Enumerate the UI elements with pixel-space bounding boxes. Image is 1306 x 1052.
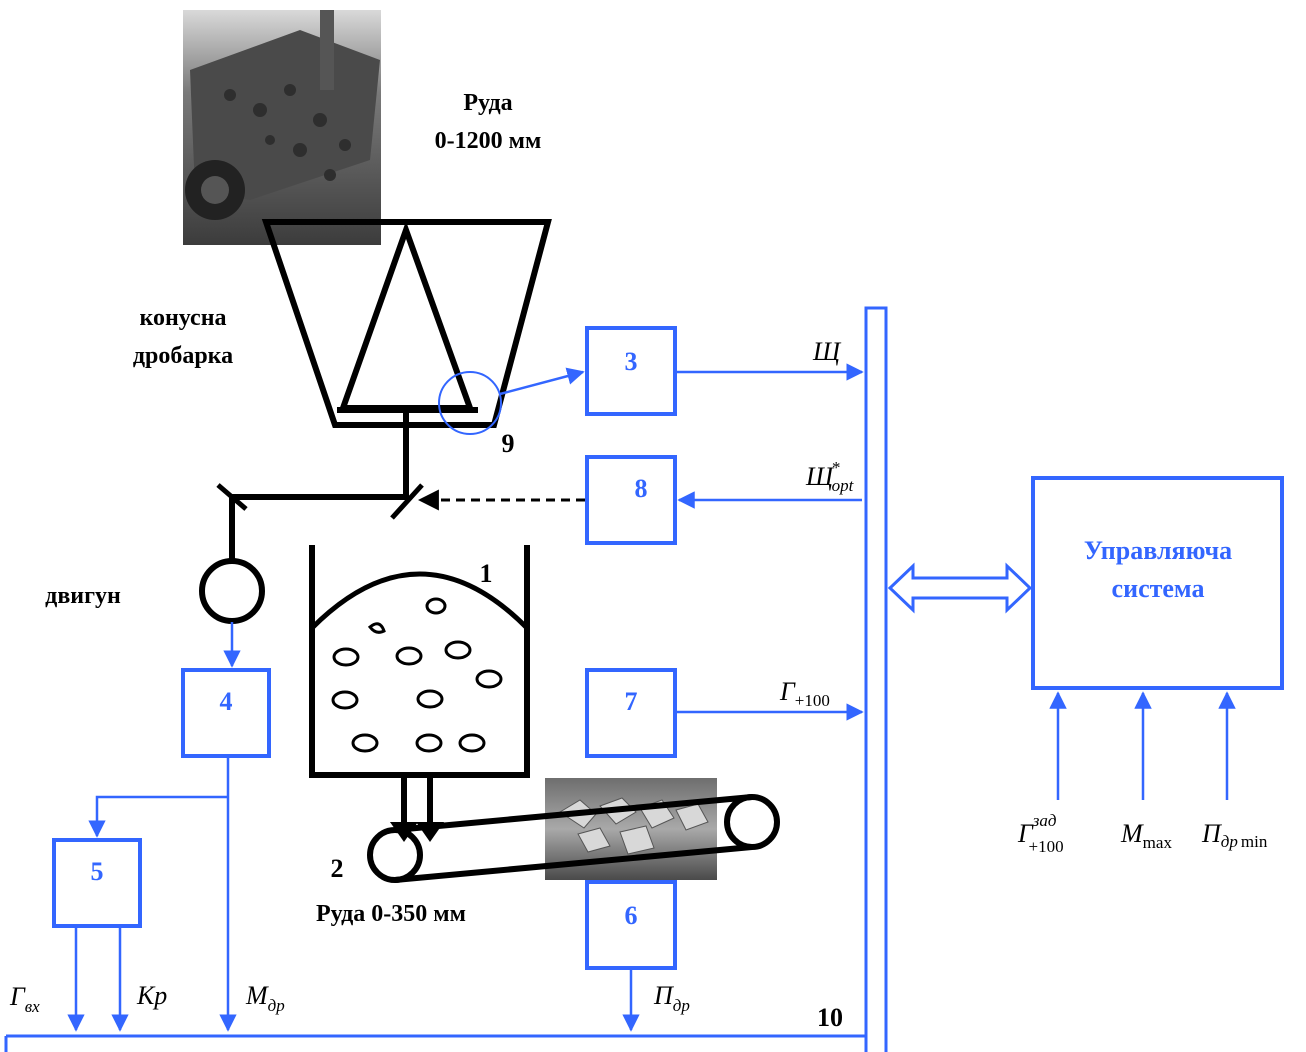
block-7-label: 7 <box>625 687 638 716</box>
motor-symbol <box>202 561 262 621</box>
signal-gap-opt: Щ*opt <box>805 458 855 495</box>
block-4-label: 4 <box>220 687 233 716</box>
signal-connections <box>76 372 862 1030</box>
dump-truck-photo <box>183 10 381 245</box>
crusher-label-1: конусна <box>139 305 226 331</box>
marker-1: 1 <box>480 559 493 588</box>
signal-g-in: Гвх <box>9 982 40 1016</box>
signal-p-dr: Пдр <box>653 981 690 1015</box>
crusher-label-2: дробарка <box>133 343 233 369</box>
signal-g100-setpoint: Гзад+100 <box>1017 811 1064 856</box>
data-bus <box>6 308 886 1052</box>
marker-2: 2 <box>331 854 344 883</box>
block-4: 4 <box>183 670 269 756</box>
marker-10: 10 <box>817 1003 843 1032</box>
bus-control-double-arrow <box>890 566 1030 610</box>
control-system-label-2: система <box>1112 574 1205 603</box>
signal-g100: Г+100 <box>779 677 830 710</box>
block-3: 3 <box>587 328 675 414</box>
signal-gap: Щ <box>812 337 842 366</box>
block-6-label: 6 <box>625 901 638 930</box>
ore-input-label-2: 0-1200 мм <box>435 128 542 154</box>
control-system: Управляюча система <box>1033 478 1282 688</box>
block-8-label: 8 <box>635 474 648 503</box>
signal-m-max: Мmax <box>1120 819 1172 852</box>
block-3-label: 3 <box>625 347 638 376</box>
block-5-label: 5 <box>91 857 104 886</box>
block-5: 5 <box>54 840 140 926</box>
ore-bunker <box>312 545 527 842</box>
block-7: 7 <box>587 670 675 756</box>
control-system-label-1: Управляюча <box>1084 536 1232 565</box>
ore-output-label: Руда 0-350 мм <box>316 901 466 927</box>
signal-kr: Кр <box>136 981 167 1010</box>
block-8: 8 <box>587 457 675 543</box>
ore-input-label-1: Руда <box>463 90 512 116</box>
control-inputs <box>1058 693 1227 800</box>
signal-m-dr: Мдр <box>245 981 285 1015</box>
marker-9: 9 <box>502 429 515 458</box>
motor-label: двигун <box>45 583 121 609</box>
block-6: 6 <box>587 882 675 968</box>
